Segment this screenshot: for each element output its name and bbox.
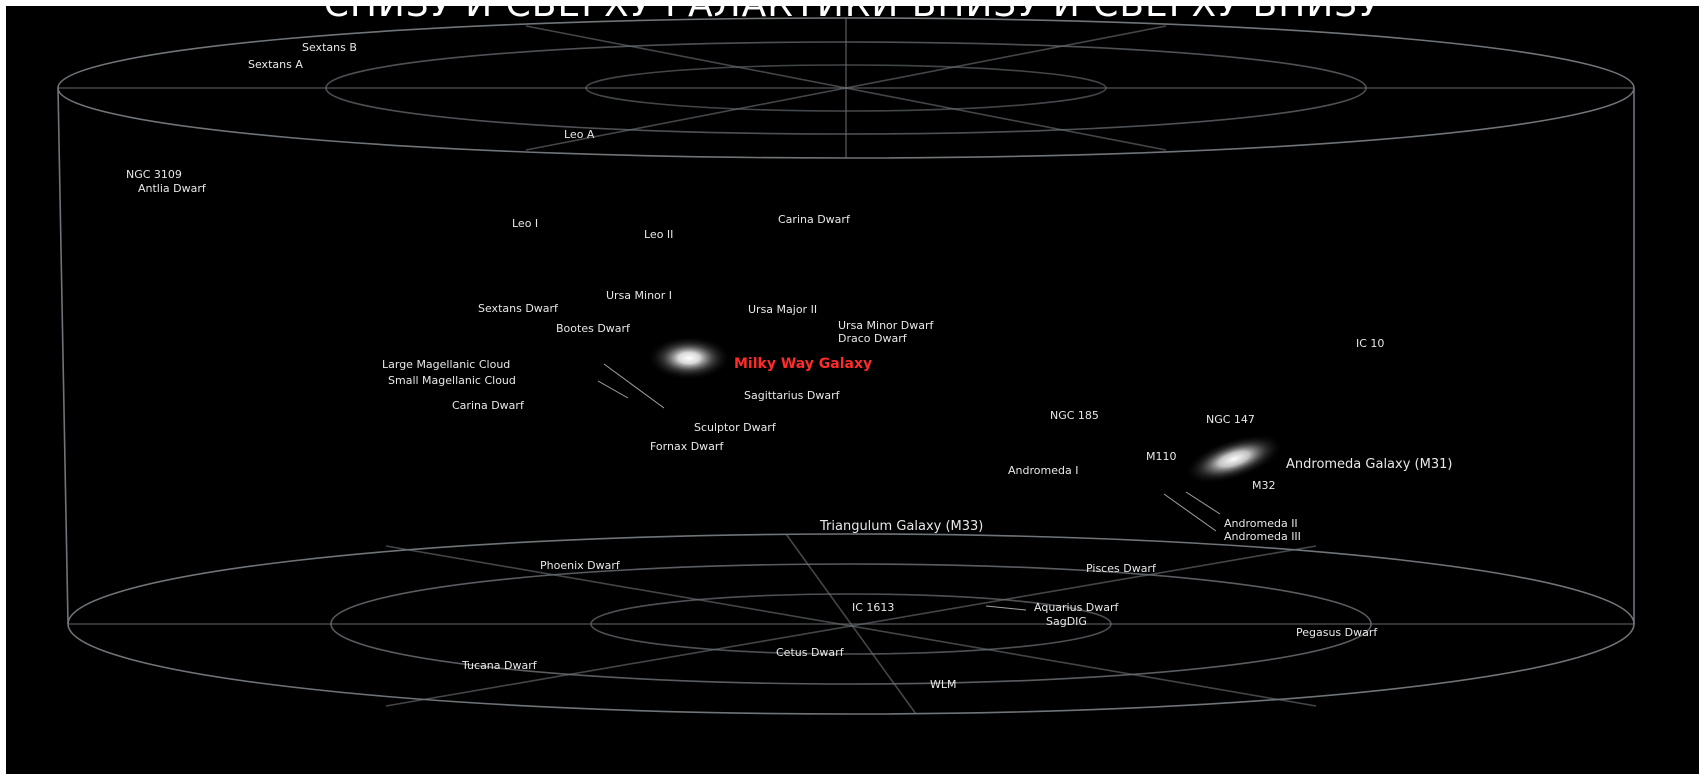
connector-lines	[597, 363, 1221, 611]
label-andromeda-ii: Andromeda II	[1224, 517, 1298, 530]
label-antlia-dwarf: Antlia Dwarf	[138, 182, 207, 195]
label-carina-dwarf-top: Carina Dwarf	[778, 213, 851, 226]
label-ursa-major-ii: Ursa Major II	[748, 303, 817, 316]
label-andromeda-galaxy: Andromeda Galaxy (M31)	[1286, 457, 1452, 472]
label-ursa-minor-dwarf: Ursa Minor Dwarf	[838, 319, 935, 332]
label-leo-a: Leo A	[564, 128, 595, 141]
label-sagdig: SagDIG	[1046, 615, 1087, 628]
bottom-base	[67, 533, 1635, 715]
and-i-connector	[1163, 493, 1217, 532]
left-side-line	[57, 87, 69, 625]
bottom-axis-3	[385, 545, 1317, 707]
andromeda-glow	[1184, 434, 1284, 484]
label-ngc-147: NGC 147	[1206, 413, 1255, 426]
label-sextans-a: Sextans A	[248, 58, 303, 71]
diagram-heading: СНИЗУ И СВЕРХУ ГАЛАКТИКИ ВНИЗУ И СВЕРХУ …	[6, 6, 1699, 25]
diagram-stage: СНИЗУ И СВЕРХУ ГАЛАКТИКИ ВНИЗУ И СВЕРХУ …	[6, 6, 1699, 774]
label-tucana-dwarf: Tucana Dwarf	[461, 659, 538, 672]
label-andromeda-iii: Andromeda III	[1224, 530, 1301, 543]
label-ngc-3109: NGC 3109	[126, 168, 182, 181]
label-draco-dwarf: Draco Dwarf	[838, 332, 908, 345]
label-sagittarius-dwarf: Sagittarius Dwarf	[744, 389, 841, 402]
label-triangulum-galaxy: Triangulum Galaxy (M33)	[819, 519, 983, 534]
label-leo-ii: Leo II	[644, 228, 673, 241]
smc-connector	[597, 380, 629, 399]
label-sculptor-dwarf: Sculptor Dwarf	[694, 421, 777, 434]
top-cap	[57, 17, 1635, 159]
bottom-axis-4	[785, 533, 917, 715]
label-phoenix-dwarf: Phoenix Dwarf	[540, 559, 621, 572]
label-wlm: WLM	[930, 678, 957, 691]
label-bootes-dwarf: Bootes Dwarf	[556, 322, 631, 335]
cylinder-sides	[57, 87, 1635, 625]
lmc-connector	[603, 363, 665, 409]
label-sextans-dwarf: Sextans Dwarf	[478, 302, 559, 315]
label-fornax-dwarf: Fornax Dwarf	[650, 440, 724, 453]
label-smc: Small Magellanic Cloud	[388, 374, 516, 387]
label-ngc-185: NGC 185	[1050, 409, 1099, 422]
label-ic-10: IC 10	[1356, 337, 1384, 350]
label-sextans-b: Sextans B	[302, 41, 357, 54]
label-andromeda-i: Andromeda I	[1008, 464, 1078, 477]
label-aquarius-dwarf: Aquarius Dwarf	[1034, 601, 1120, 614]
and-ii-connector	[1185, 491, 1221, 515]
label-m110: M110	[1146, 450, 1177, 463]
label-lmc: Large Magellanic Cloud	[382, 358, 510, 371]
label-pisces-dwarf: Pisces Dwarf	[1086, 562, 1157, 575]
aquarius-connector	[985, 605, 1027, 611]
label-leo-i: Leo I	[512, 217, 538, 230]
label-m32: M32	[1252, 479, 1276, 492]
label-milky-way: Milky Way Galaxy	[734, 356, 872, 372]
milky-way-glow	[647, 336, 731, 380]
label-carina-dwarf: Carina Dwarf	[452, 399, 525, 412]
local-group-diagram: Sextans B Sextans A Leo A NGC 3109 Antli…	[57, 17, 1635, 715]
label-pegasus-dwarf: Pegasus Dwarf	[1296, 626, 1378, 639]
object-labels: Sextans B Sextans A Leo A NGC 3109 Antli…	[126, 41, 1452, 691]
label-ursa-minor-i: Ursa Minor I	[606, 289, 672, 302]
label-ic-1613: IC 1613	[852, 601, 894, 614]
label-cetus-dwarf: Cetus Dwarf	[776, 646, 845, 659]
